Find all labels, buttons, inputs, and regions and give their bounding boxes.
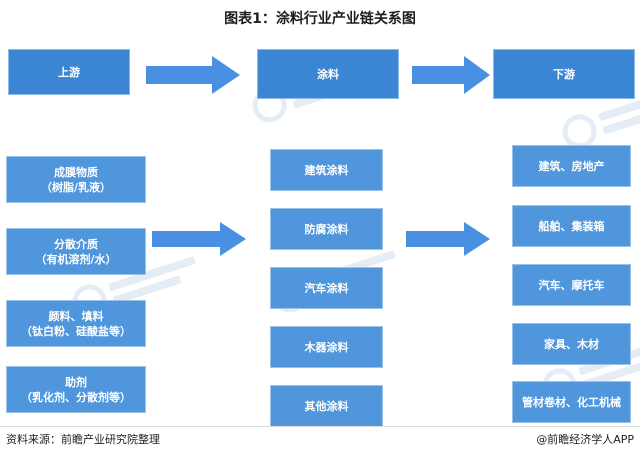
midstream-item-anticorrosive: 防腐涂料	[270, 208, 383, 250]
right-arrow-icon	[146, 56, 240, 94]
midstream-item-wood: 木器涂料	[270, 326, 383, 368]
upstream-item-dispersion-medium: 分散介质 （有机溶剂/水）	[6, 228, 146, 275]
midstream-item-architectural: 建筑涂料	[270, 149, 383, 191]
diagram-title: 图表1：涂料行业产业链关系图	[224, 11, 416, 27]
right-arrow-icon	[152, 222, 246, 256]
right-arrow-icon	[406, 222, 490, 256]
midstream-item-other: 其他涂料	[270, 385, 383, 427]
upstream-item-film-forming: 成膜物质 （树脂/乳液）	[6, 156, 146, 203]
midstream-header: 涂料	[257, 49, 399, 99]
upstream-item-additive: 助剂 （乳化剂、分散剂等）	[6, 366, 146, 413]
right-arrow-icon	[412, 56, 490, 94]
source-note: 资料来源：前瞻产业研究院整理	[6, 433, 160, 446]
downstream-header: 下游	[493, 49, 635, 99]
downstream-item-shipping: 船舶、集装箱	[512, 205, 631, 247]
footer-divider	[0, 426, 640, 427]
downstream-item-construction: 建筑、房地产	[512, 145, 631, 187]
midstream-item-automotive: 汽车涂料	[270, 267, 383, 309]
upstream-item-pigment-filler: 颜料、填料 （钛白粉、硅酸盐等）	[6, 300, 146, 347]
downstream-item-pipes-machinery: 管材卷材、化工机械	[512, 381, 631, 423]
downstream-item-vehicles: 汽车、摩托车	[512, 264, 631, 306]
downstream-item-furniture: 家具、木材	[512, 323, 631, 365]
upstream-header: 上游	[8, 49, 130, 95]
brand-credit: @前瞻经济学人APP	[536, 433, 634, 446]
